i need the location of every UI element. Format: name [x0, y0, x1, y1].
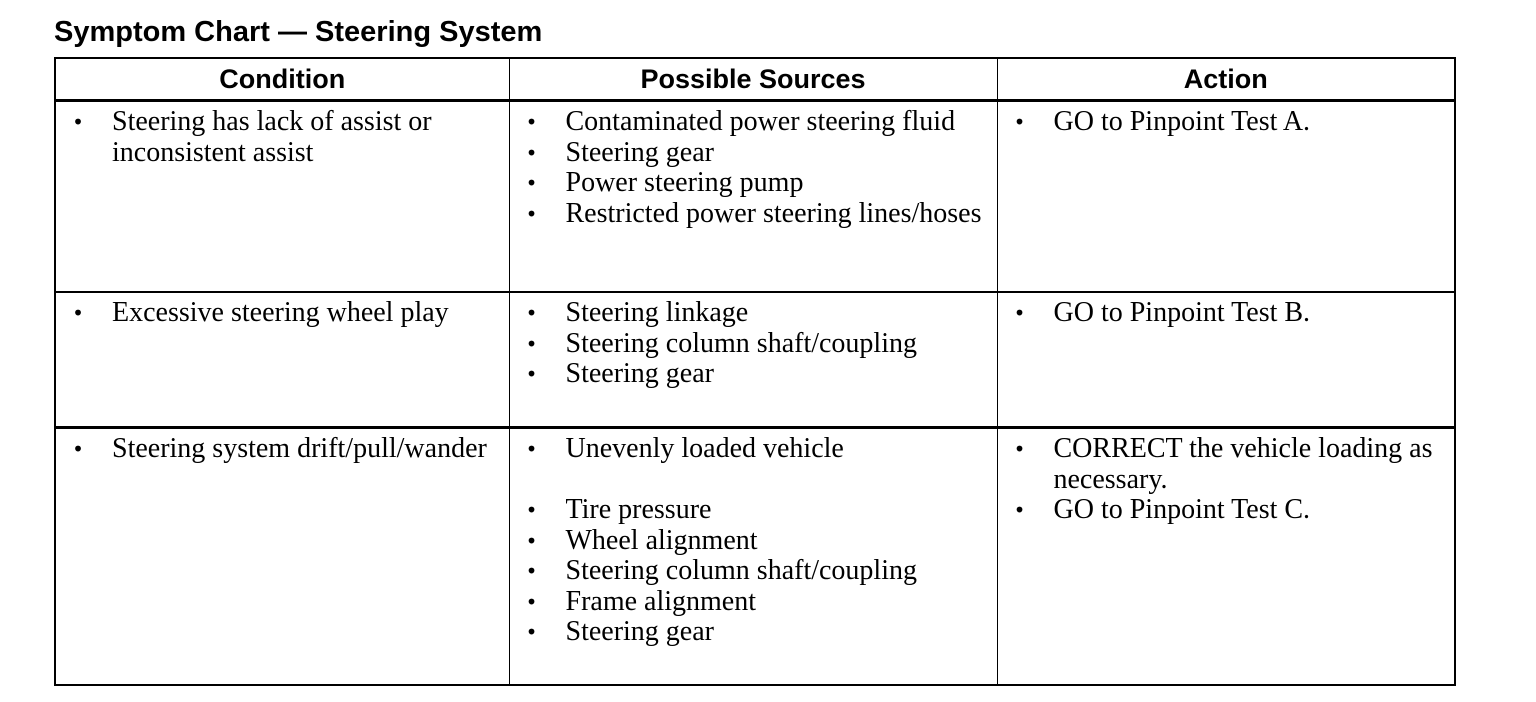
table-row: • Steering system drift/pull/wander • Unev… [54, 427, 1456, 686]
action-cell: • GO to Pinpoint Test A. [996, 100, 1456, 293]
chart-title: Symptom Chart — Steering System [54, 16, 543, 48]
bullet-icon: • [1013, 498, 1026, 522]
list-item: • Steering system drift/pull/wander [56, 433, 509, 465]
bullet-icon: • [525, 331, 538, 356]
header-action: Action [996, 57, 1456, 102]
bullet-icon: • [1013, 110, 1026, 134]
action-text: CORRECT the vehicle loading as necessary… [1053, 433, 1433, 495]
source-text: Steering gear [565, 358, 715, 389]
list-item: • Steering gear [510, 358, 997, 390]
source-text: Power steering pump [565, 167, 804, 198]
list-item: • Steering gear [510, 136, 997, 169]
header-row: Condition Possible Sources Action [54, 57, 1456, 102]
source-text: Restricted power steering lines/hoses [565, 197, 982, 229]
action-text: GO to Pinpoint Test B. [1053, 297, 1311, 328]
list-item: • Excessive steering wheel play [56, 297, 509, 329]
list-item: • CORRECT the vehicle loading as necessar… [998, 433, 1455, 495]
source-text: Steering gear [565, 136, 715, 168]
list-item: • GO to Pinpoint Test C. [998, 494, 1455, 526]
bullet-icon: • [525, 437, 538, 461]
bullet-icon: • [525, 140, 538, 165]
list-item: • Steering gear [510, 616, 997, 648]
bullet-icon: • [525, 498, 538, 522]
bullet-icon: • [1013, 301, 1026, 325]
bullet-icon: • [525, 171, 538, 195]
list-item: • Steering linkage [510, 297, 997, 329]
condition-text: Steering has lack of assist or inconsist… [112, 106, 432, 168]
list-item: • Wheel alignment [510, 524, 997, 557]
bullet-icon: • [72, 437, 84, 461]
bullet-icon: • [525, 528, 538, 553]
source-text: Tire pressure [565, 494, 712, 525]
source-text: Steering linkage [565, 297, 749, 328]
bullet-icon: • [525, 620, 538, 644]
condition-cell: • Steering system drift/pull/wander [54, 427, 510, 686]
list-item: • Power steering pump [510, 167, 997, 199]
list-item: • Unevenly loaded vehicle [510, 433, 997, 465]
source-text: Steering column shaft/coupling [565, 327, 918, 359]
list-item: • Contaminated power steering fluid [510, 106, 997, 138]
symptom-chart-table: Condition Possible Sources Action • Steer… [54, 57, 1456, 686]
bullet-icon: • [525, 559, 538, 583]
header-possible-sources: Possible Sources [508, 57, 998, 102]
bullet-icon: • [72, 301, 84, 325]
list-item: • GO to Pinpoint Test A. [998, 106, 1455, 138]
bullet-icon: • [72, 110, 84, 134]
action-text: GO to Pinpoint Test A. [1053, 106, 1311, 137]
list-item: • Steering column shaft/coupling [510, 327, 997, 360]
sources-cell: • Contaminated power steering fluid • Stee… [508, 100, 998, 293]
list-item: • Frame alignment [510, 585, 997, 618]
condition-text: Excessive steering wheel play [112, 297, 449, 328]
condition-cell: • Steering has lack of assist or inconsis… [54, 100, 510, 293]
condition-cell: • Excessive steering wheel play [54, 291, 510, 429]
table-row: • Steering has lack of assist or inconsis… [54, 100, 1456, 293]
bullet-icon: • [525, 201, 538, 226]
list-item: • Steering has lack of assist or inconsis… [56, 106, 509, 168]
list-item: • Steering column shaft/coupling [510, 555, 997, 587]
bullet-icon: • [525, 301, 538, 325]
condition-text: Steering system drift/pull/wander [112, 433, 487, 464]
source-text: Unevenly loaded vehicle [565, 433, 844, 464]
bullet-icon: • [1013, 437, 1026, 461]
sources-cell: • Steering linkage • Steering column shaft… [508, 291, 998, 429]
source-text: Contaminated power steering fluid [565, 106, 956, 137]
table-row: • Excessive steering wheel play • Steering… [54, 291, 1456, 429]
header-condition: Condition [54, 57, 510, 102]
sources-cell: •Unevenly loaded vehicle •Tire pressure … [508, 427, 998, 686]
bullet-icon: • [525, 362, 538, 386]
bullet-icon: • [525, 589, 538, 614]
action-cell: • GO to Pinpoint Test B. [996, 291, 1456, 429]
list-item: • Tire pressure [510, 494, 997, 526]
action-text: GO to Pinpoint Test C. [1053, 494, 1311, 525]
action-cell: • CORRECT the vehicle loading as necessar… [996, 427, 1456, 686]
source-text: Steering gear [565, 616, 715, 647]
bullet-icon: • [525, 110, 538, 134]
source-text: Frame alignment [565, 585, 757, 617]
source-text: Steering column shaft/coupling [565, 555, 918, 586]
source-text: Wheel alignment [565, 524, 758, 556]
list-item: • GO to Pinpoint Test B. [998, 297, 1455, 329]
list-item: • Restricted power steering lines/hoses [510, 197, 997, 230]
